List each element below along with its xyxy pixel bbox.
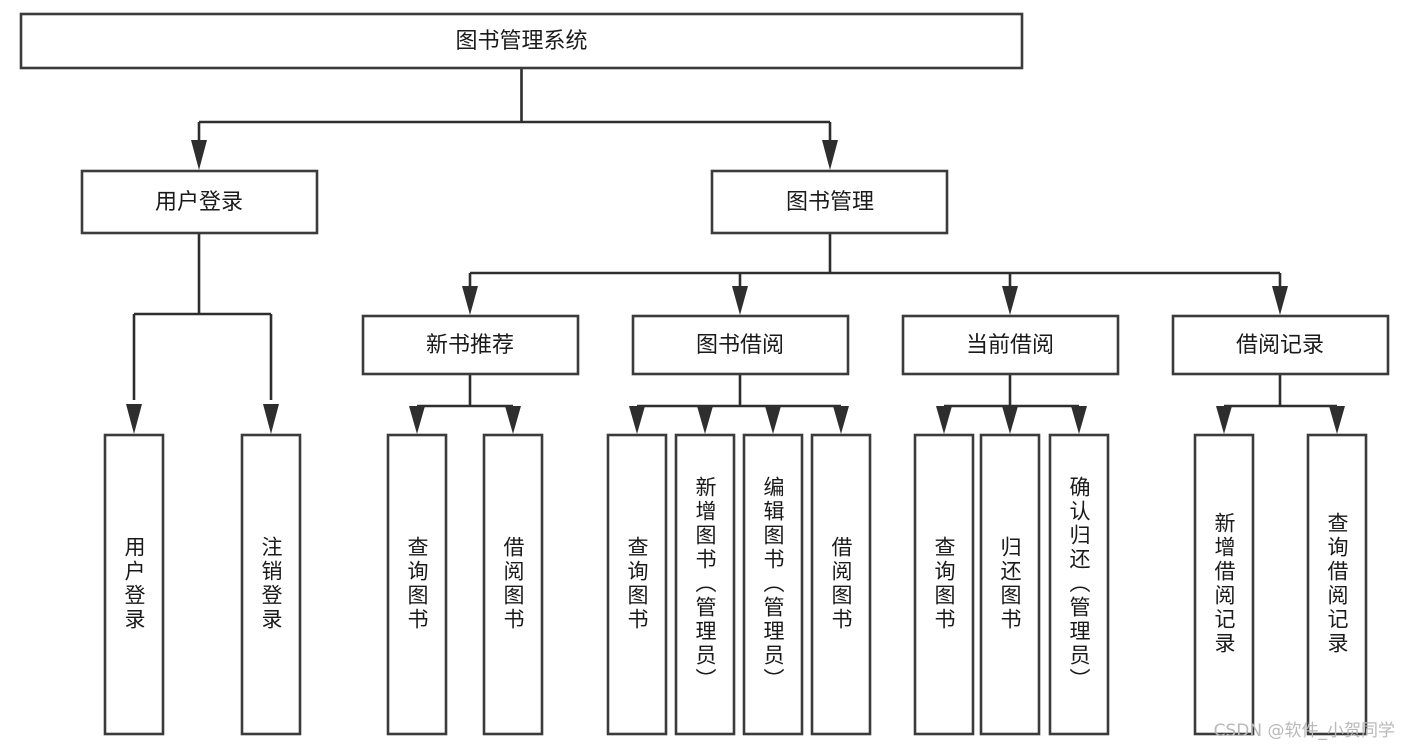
arrow-newbook-to-leaf-query-book xyxy=(409,406,425,434)
node-leaf-add-record[interactable]: 新增借阅记录 xyxy=(1193,433,1255,736)
arrow-root-to-user-login xyxy=(191,140,207,170)
arrow-bookmanage-to-current-borrow xyxy=(1002,286,1018,315)
leaf-query-book-1-label: 查询图书 xyxy=(405,536,429,632)
leaf-query-book-2-box[interactable] xyxy=(606,433,668,736)
current-borrow-label: 当前借阅 xyxy=(966,333,1054,358)
book-borrow-box[interactable] xyxy=(631,314,850,376)
arrow-borrowrecord-to-leaf-add-record xyxy=(1216,406,1232,434)
arrow-currentborrow-to-leaf-query-book xyxy=(936,406,952,434)
node-leaf-return-book[interactable]: 归还图书 xyxy=(979,433,1041,736)
node-leaf-query-record[interactable]: 查询借阅记录 xyxy=(1306,433,1368,736)
edge-bookborrow-trunk xyxy=(635,375,843,412)
arrow-currentborrow-to-leaf-return-book xyxy=(1002,406,1018,434)
node-user-login[interactable]: 用户登录 xyxy=(80,169,319,235)
leaf-edit-book-box[interactable] xyxy=(742,433,804,736)
leaf-return-book-label: 归还图书 xyxy=(998,536,1022,632)
arrow-bookborrow-to-leaf-borrow-book xyxy=(833,406,849,434)
leaf-add-record-label: 新增借阅记录 xyxy=(1212,512,1236,656)
arrow-bookborrow-to-leaf-query-book xyxy=(629,406,645,434)
edge-bookmanage-trunk xyxy=(468,233,1282,288)
leaf-borrow-book-1-label: 借阅图书 xyxy=(501,536,525,632)
arrow-root-to-book-manage xyxy=(822,140,838,170)
node-leaf-borrow-book-2[interactable]: 借阅图书 xyxy=(810,433,872,736)
leaf-query-book-1-box[interactable] xyxy=(386,433,448,736)
leaf-edit-book-label: 编辑图书（管理员） xyxy=(761,476,785,692)
book-manage-box[interactable] xyxy=(710,169,949,235)
node-book-borrow[interactable]: 图书借阅 xyxy=(631,314,850,376)
connectors-layer xyxy=(126,68,1345,434)
new-book-recommend-label: 新书推荐 xyxy=(426,333,514,358)
leaf-add-book-label: 新增图书（管理员） xyxy=(693,476,717,692)
node-current-borrow[interactable]: 当前借阅 xyxy=(901,314,1120,376)
csdn-watermark: CSDN @软件_小贺同学 xyxy=(1213,721,1395,741)
current-borrow-box[interactable] xyxy=(901,314,1120,376)
node-root[interactable]: 图书管理系统 xyxy=(19,12,1024,70)
user-login-box[interactable] xyxy=(80,169,319,235)
node-leaf-confirm-return[interactable]: 确认归还（管理员） xyxy=(1048,433,1110,736)
leaf-add-book-box[interactable] xyxy=(674,433,736,736)
leaf-query-book-3-box[interactable] xyxy=(913,433,975,736)
node-leaf-logout[interactable]: 注销登录 xyxy=(240,433,302,736)
node-borrow-record[interactable]: 借阅记录 xyxy=(1171,314,1390,376)
borrow-record-box[interactable] xyxy=(1171,314,1390,376)
node-leaf-query-book-3[interactable]: 查询图书 xyxy=(913,433,975,736)
node-leaf-borrow-book-1[interactable]: 借阅图书 xyxy=(482,433,544,736)
arrow-currentborrow-to-leaf-confirm-return xyxy=(1071,406,1087,434)
book-manage-label: 图书管理 xyxy=(786,190,874,215)
edge-borrowrecord-trunk xyxy=(1222,375,1339,412)
node-book-manage[interactable]: 图书管理 xyxy=(710,169,949,235)
leaf-query-record-label: 查询借阅记录 xyxy=(1325,512,1349,656)
book-borrow-label: 图书借阅 xyxy=(696,333,784,358)
arrow-bookborrow-to-leaf-add-book xyxy=(697,406,713,434)
node-leaf-query-book-2[interactable]: 查询图书 xyxy=(606,433,668,736)
borrow-record-label: 借阅记录 xyxy=(1236,333,1324,358)
leaf-add-record-box[interactable] xyxy=(1193,433,1255,736)
leaf-return-book-box[interactable] xyxy=(979,433,1041,736)
edge-root-trunk xyxy=(197,68,832,140)
leaf-logout-label: 注销登录 xyxy=(259,536,283,632)
leaf-borrow-book-1-box[interactable] xyxy=(482,433,544,736)
node-leaf-query-book-1[interactable]: 查询图书 xyxy=(386,433,448,736)
user-login-label: 用户登录 xyxy=(155,190,243,215)
arrow-borrowrecord-to-leaf-query-record xyxy=(1329,406,1345,434)
leaf-user-login-label: 用户登录 xyxy=(122,536,146,632)
node-leaf-user-login[interactable]: 用户登录 xyxy=(103,433,165,736)
leaf-query-book-2-label: 查询图书 xyxy=(625,536,649,632)
arrow-userlogin-to-leaf-user-login xyxy=(126,404,142,434)
arrow-bookmanage-to-book-borrow xyxy=(732,286,748,315)
node-leaf-add-book[interactable]: 新增图书（管理员） xyxy=(674,433,736,736)
root-box[interactable] xyxy=(19,12,1024,70)
node-new-book-recommend[interactable]: 新书推荐 xyxy=(361,314,580,376)
arrow-bookmanage-to-new-book-rec xyxy=(462,286,478,315)
leaf-confirm-return-label: 确认归还（管理员） xyxy=(1067,476,1091,692)
leaf-confirm-return-box[interactable] xyxy=(1048,433,1110,736)
leaf-query-record-box[interactable] xyxy=(1306,433,1368,736)
edge-newbook-trunk xyxy=(415,375,515,412)
new-book-recommend-box[interactable] xyxy=(361,314,580,376)
node-leaf-edit-book[interactable]: 编辑图书（管理员） xyxy=(742,433,804,736)
arrow-bookborrow-to-leaf-edit-book xyxy=(765,406,781,434)
arrow-bookmanage-to-borrow-record xyxy=(1272,286,1288,315)
arrow-userlogin-to-leaf-logout xyxy=(263,404,279,434)
leaf-query-book-3-label: 查询图书 xyxy=(932,536,956,632)
arrow-newbook-to-leaf-borrow-book xyxy=(505,406,521,434)
leaf-logout-box[interactable] xyxy=(240,433,302,736)
leaf-borrow-book-2-label: 借阅图书 xyxy=(829,536,853,632)
edge-userlogin-trunk xyxy=(132,233,273,400)
leaf-user-login-box[interactable] xyxy=(103,433,165,736)
root-label: 图书管理系统 xyxy=(455,29,587,54)
leaf-borrow-book-2-box[interactable] xyxy=(810,433,872,736)
